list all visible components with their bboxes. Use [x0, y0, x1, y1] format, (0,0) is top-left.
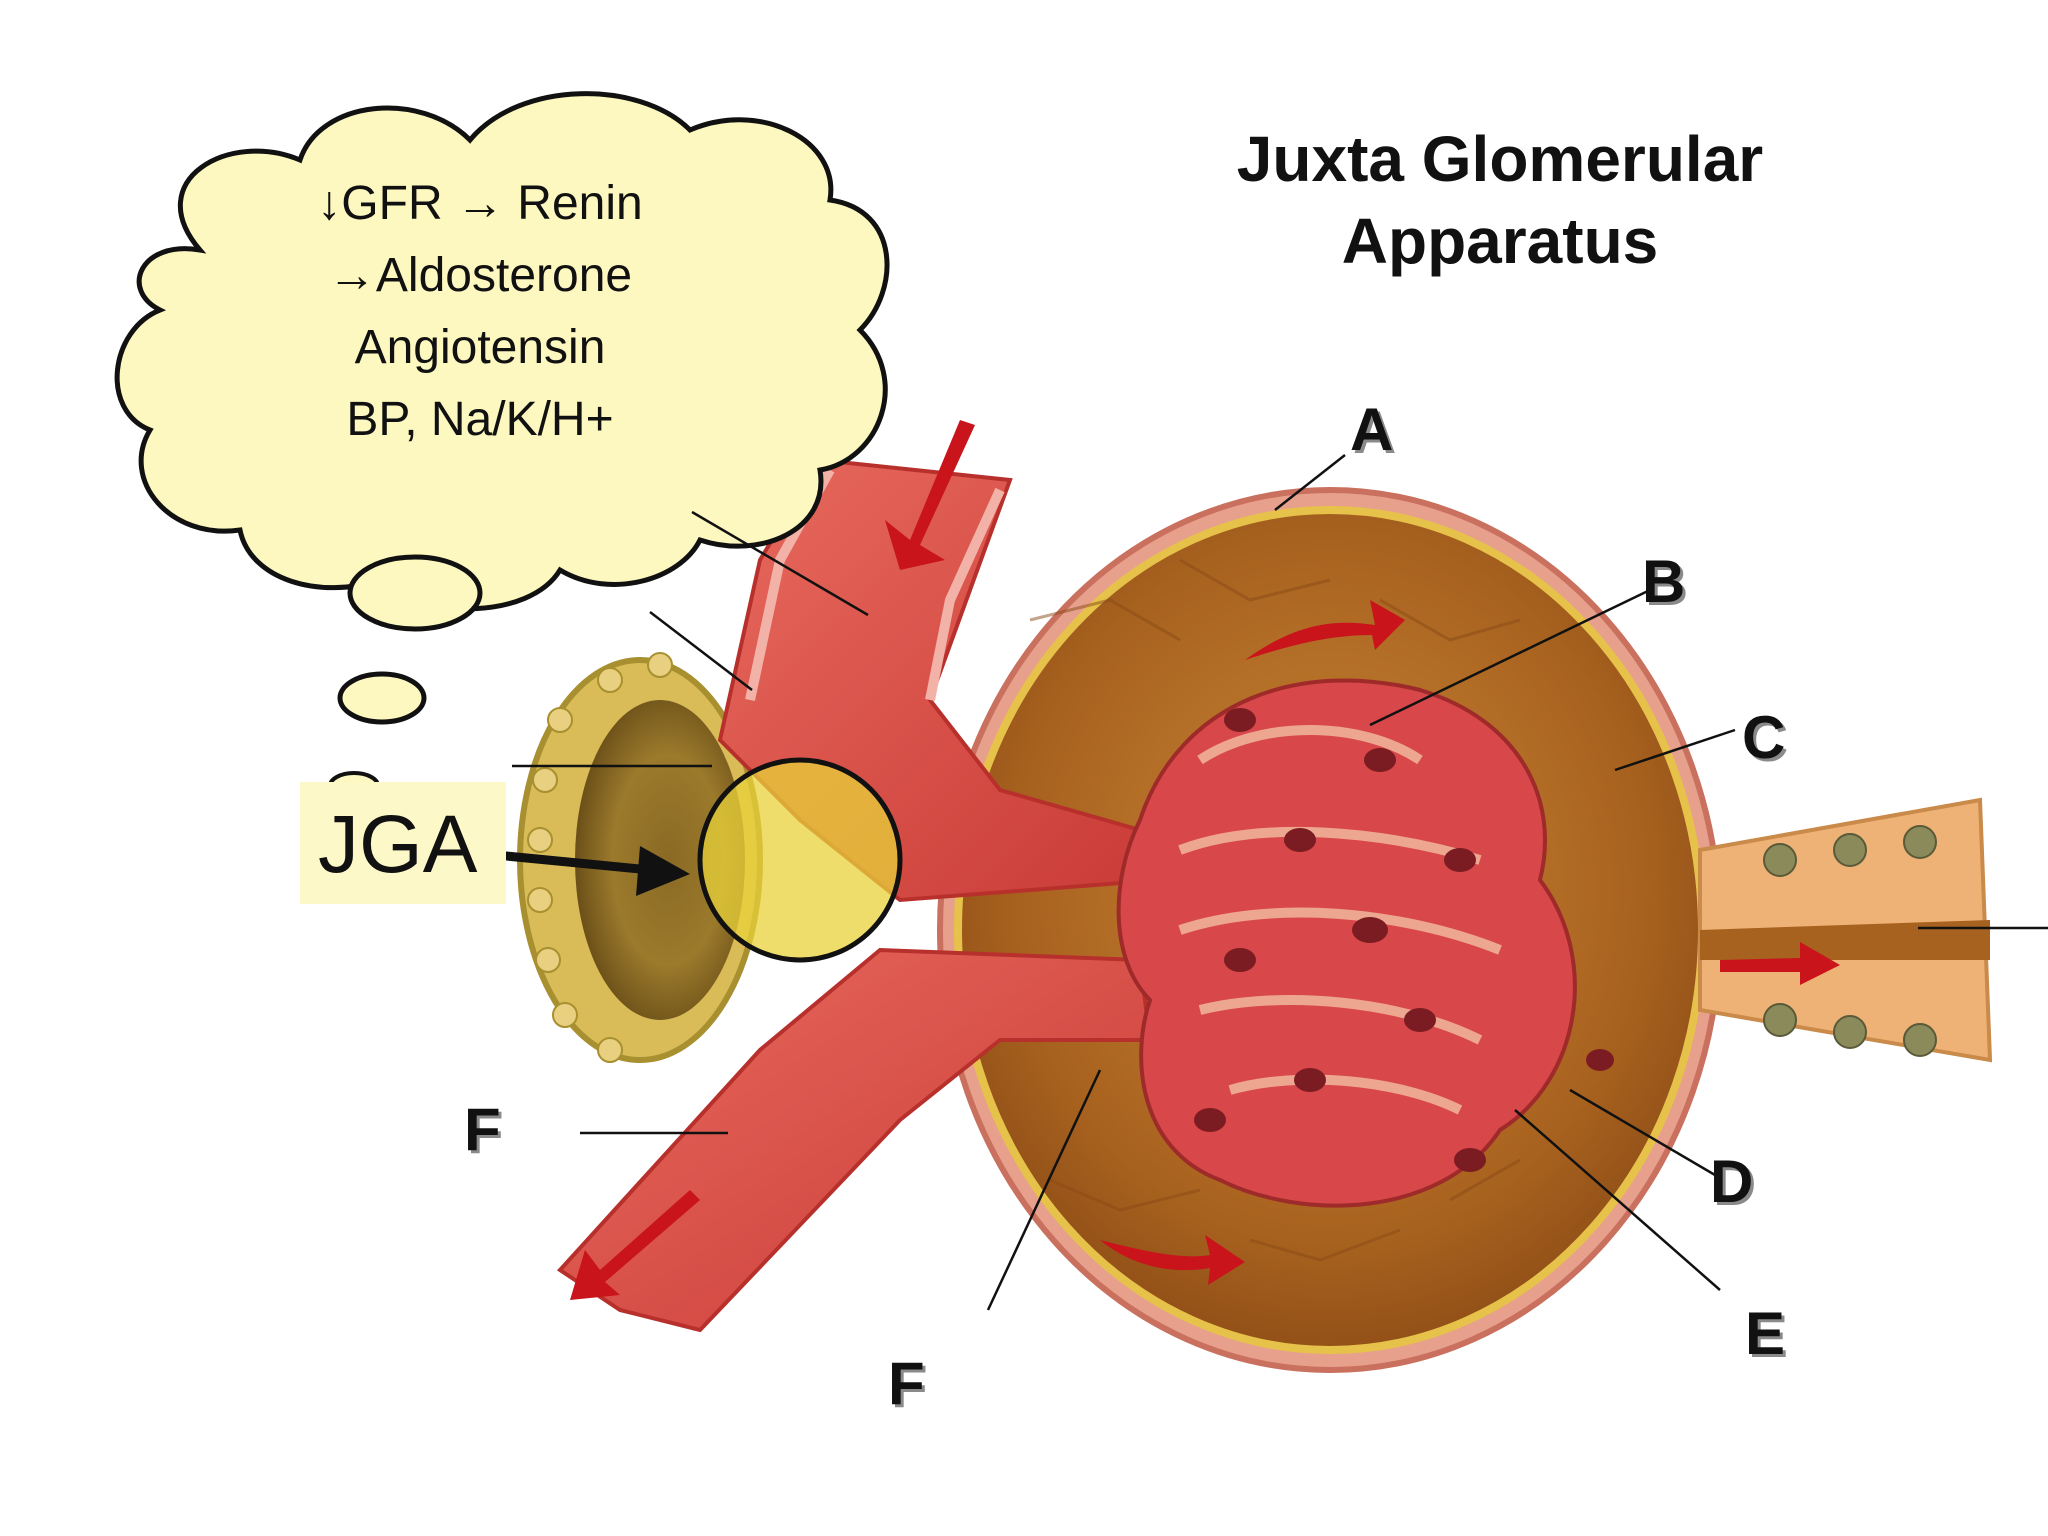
flow-arrow-afferent [885, 420, 975, 570]
label-a: A [1350, 396, 1394, 463]
flow-arrow-capsule-top [1245, 600, 1405, 660]
jga-highlight-circle [697, 757, 903, 963]
flow-arrow-capsule-bottom [1100, 1235, 1245, 1285]
leader-line-e [1514, 1109, 1721, 1291]
bubble-line-gfr-renin: ↓GFR → Renin [317, 177, 643, 230]
bubble-line-angiotensin: Angiotensin [354, 321, 606, 374]
leader-line-b [1369, 588, 1651, 727]
label-d: D [1710, 1148, 1754, 1215]
proximal-tubule [1698, 797, 1993, 1063]
label-f-left: F [464, 1096, 501, 1163]
bubble-line-bp-electrolytes: BP, Na/K/H+ [346, 393, 614, 446]
leader-line-d [1569, 1088, 1716, 1177]
diagram-title: Juxta Glomerular Apparatus [1160, 118, 1840, 282]
leader-line-afferent [691, 510, 869, 617]
leader-line-f-bottom [986, 1069, 1102, 1311]
title-line-1: Juxta Glomerular [1236, 123, 1764, 195]
flow-arrow-tubule [1720, 942, 1840, 985]
flow-arrow-efferent [570, 1190, 700, 1300]
label-b: B [1642, 548, 1686, 615]
jga-label: JGA [318, 799, 478, 890]
jga-arrow [495, 846, 690, 896]
label-f-bottom: F [888, 1350, 925, 1417]
bubble-line-aldosterone: →Aldosterone [327, 249, 633, 302]
jga-label-background [300, 782, 506, 904]
label-c: C [1742, 704, 1786, 771]
thought-bubble-text: ↓GFR → Renin →Aldosterone Angiotensin BP… [250, 168, 710, 456]
leader-line-distal [649, 611, 753, 691]
leader-line-c [1614, 728, 1736, 772]
thought-bubble [114, 91, 890, 801]
flow-arrows [570, 420, 1840, 1300]
efferent-arteriole [556, 947, 1153, 1333]
label-e: E [1745, 1300, 1786, 1367]
title-line-2: Apparatus [1341, 205, 1659, 277]
glomerulus [1116, 678, 1614, 1208]
leader-lines [512, 454, 2048, 1311]
leader-line-a [1274, 454, 1346, 511]
